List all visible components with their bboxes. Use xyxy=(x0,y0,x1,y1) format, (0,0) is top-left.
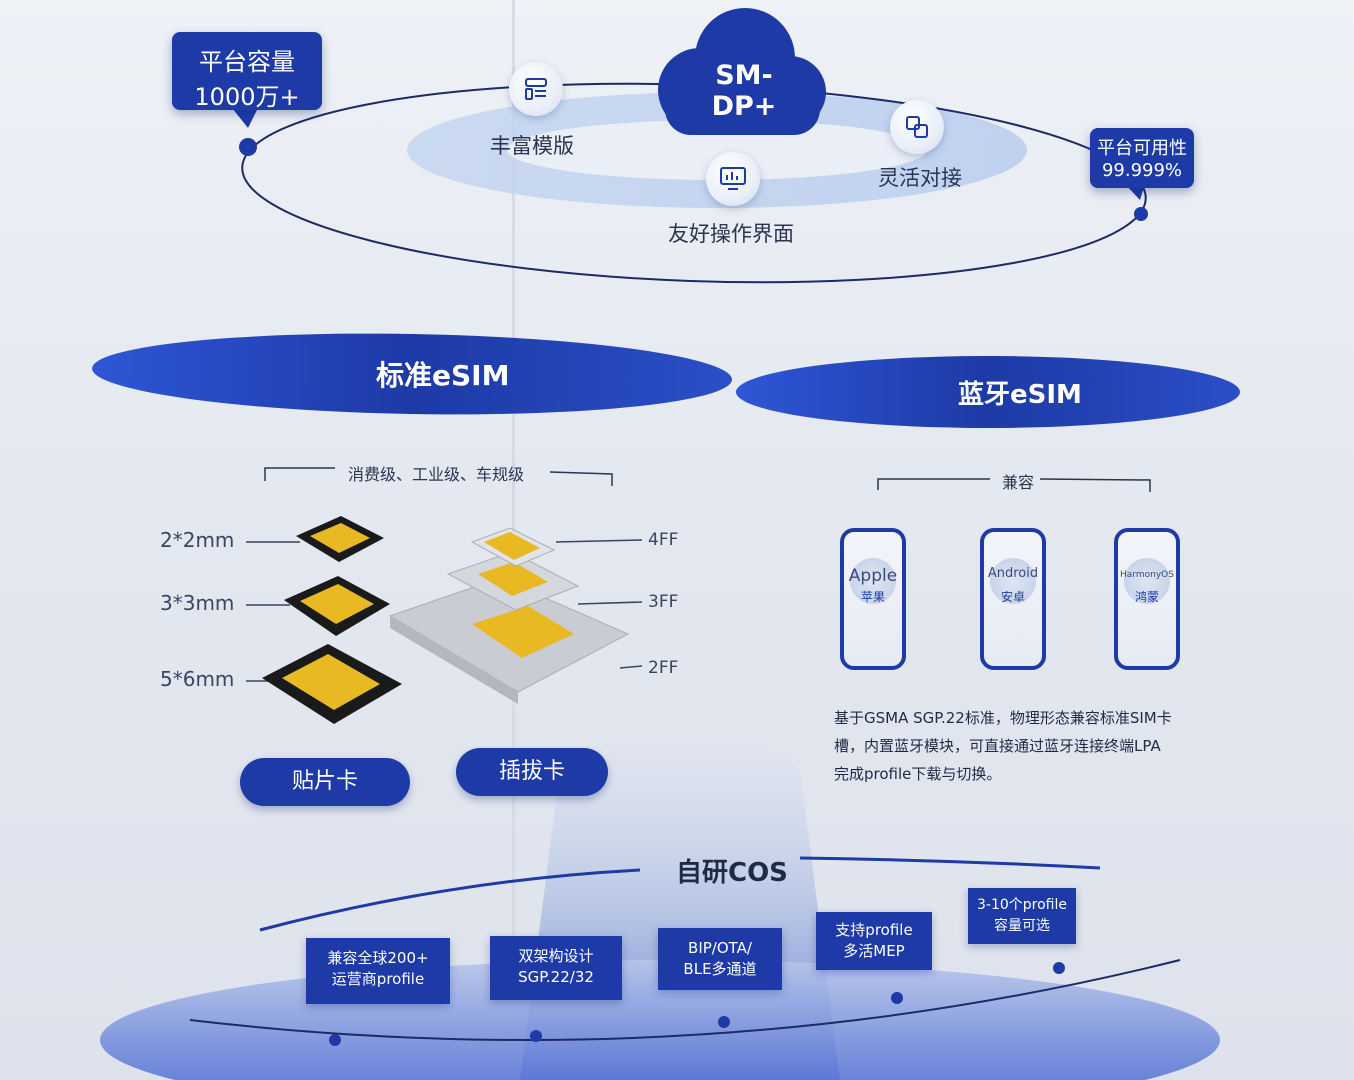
integration-icon xyxy=(890,100,944,154)
cos-dot-1 xyxy=(329,1034,341,1046)
capacity-title: 平台容量 xyxy=(199,48,295,76)
standard-esim-banner: 标准eSIM xyxy=(376,359,510,392)
feature-integration: 灵活对接 xyxy=(878,166,962,190)
cos-item-4-line1: 支持profile xyxy=(835,921,913,939)
ff-label-2ff: 2FF xyxy=(648,658,679,678)
phone-android-name: Android xyxy=(987,566,1039,581)
feature-templates: 丰富模版 xyxy=(490,134,574,158)
desc-line-2: 槽，内置蓝牙模块，可直接通过蓝牙连接终端LPA xyxy=(834,737,1161,755)
phone-screen-circle xyxy=(850,558,896,604)
monitor-icon xyxy=(706,152,760,206)
cos-item-2: 双架构设计 SGP.22/32 xyxy=(490,936,622,1000)
cos-item-1-line1: 兼容全球200+ xyxy=(327,949,429,967)
desc-line-1: 基于GSMA SGP.22标准，物理形态兼容标准SIM卡 xyxy=(834,709,1172,727)
compat-label: 兼容 xyxy=(1002,473,1035,492)
cos-title: 自研COS xyxy=(676,858,788,888)
ff-label-4ff: 4FF xyxy=(648,530,679,550)
phone-screen-circle xyxy=(990,558,1036,604)
availability-title: 平台可用性 xyxy=(1097,138,1187,159)
phone-apple: Apple 苹果 xyxy=(840,528,906,670)
cos-item-5: 3-10个profile 容量可选 xyxy=(968,888,1076,944)
availability-value: 99.999% xyxy=(1101,160,1183,181)
bluetooth-esim-banner: 蓝牙eSIM xyxy=(958,380,1082,410)
phone-screen-circle xyxy=(1124,558,1170,604)
cos-item-2-line2: SGP.22/32 xyxy=(518,968,594,986)
cos-item-4-line2: 多活MEP xyxy=(843,942,905,960)
cos-item-3: BIP/OTA/ BLE多通道 xyxy=(658,928,782,990)
capacity-callout: 平台容量 1000万+ xyxy=(172,32,322,111)
grade-label: 消费级、工业级、车规级 xyxy=(348,465,525,484)
phone-harmony: HarmonyOS 鸿蒙 xyxy=(1114,528,1180,670)
template-icon xyxy=(509,62,563,116)
cos-item-3-line2: BLE多通道 xyxy=(683,960,757,978)
smd-card-button: 贴片卡 xyxy=(240,758,410,806)
smd-chip-3x3 xyxy=(284,576,390,636)
smd-chip-2x2 xyxy=(296,516,384,562)
feature-interface: 友好操作界面 xyxy=(668,222,794,246)
bluetooth-description: 基于GSMA SGP.22标准，物理形态兼容标准SIM卡 槽，内置蓝牙模块，可直… xyxy=(834,704,1194,788)
phone-apple-sub: 苹果 xyxy=(860,590,885,604)
cos-dot-4 xyxy=(891,992,903,1004)
cos-item-3-line1: BIP/OTA/ xyxy=(688,939,752,957)
phone-apple-name: Apple xyxy=(848,566,898,586)
smd-chip-5x6 xyxy=(262,644,402,724)
plug-card-button: 插拔卡 xyxy=(456,748,608,796)
desc-line-3: 完成profile下载与切换。 xyxy=(834,765,1002,783)
size-label-2x2: 2*2mm xyxy=(160,528,235,552)
capacity-value: 1000万+ xyxy=(194,83,300,111)
cos-item-4: 支持profile 多活MEP xyxy=(816,912,932,970)
cos-item-2-line1: 双架构设计 xyxy=(518,947,594,965)
cos-item-5-line1: 3-10个profile xyxy=(977,897,1067,913)
cos-dot-2 xyxy=(530,1030,542,1042)
ff-label-3ff: 3FF xyxy=(648,592,679,612)
cos-dot-3 xyxy=(718,1016,730,1028)
availability-callout: 平台可用性 99.999% xyxy=(1090,128,1194,188)
plug-in-cards xyxy=(388,527,630,704)
size-label-3x3: 3*3mm xyxy=(160,591,235,615)
phone-harmony-sub: 鸿蒙 xyxy=(1134,590,1159,604)
phone-android-sub: 安卓 xyxy=(1000,590,1025,604)
cos-item-5-line2: 容量可选 xyxy=(994,918,1050,934)
cos-item-1-line2: 运营商profile xyxy=(331,970,425,988)
phone-harmony-name: HarmonyOS xyxy=(1120,570,1174,580)
size-label-5x6: 5*6mm xyxy=(160,667,235,691)
cloud-shape xyxy=(658,8,826,135)
phone-android: Android 安卓 xyxy=(980,528,1046,670)
cos-dot-5 xyxy=(1053,962,1065,974)
cos-item-1: 兼容全球200+ 运营商profile xyxy=(306,938,450,1004)
sm-dp-cloud-label: SM-DP+ xyxy=(711,60,777,122)
